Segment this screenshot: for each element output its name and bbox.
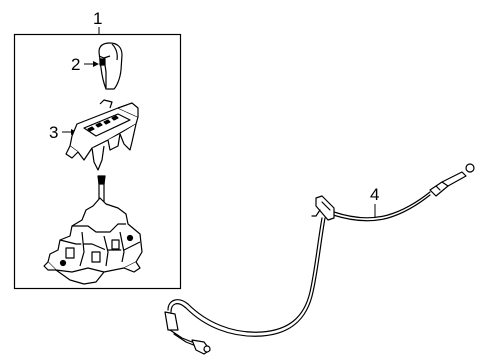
shift-indicator-bezel [65, 99, 139, 171]
callout-2: 2 [71, 55, 80, 74]
callout-3: 3 [49, 123, 58, 142]
shifter-base-assembly [43, 175, 143, 285]
callout-2-arrowhead [93, 61, 99, 67]
callout-4: 4 [370, 185, 379, 204]
shift-control-cable [164, 163, 475, 355]
shift-knob [98, 42, 123, 90]
assembly-group-box [13, 33, 182, 290]
callout-1: 1 [93, 9, 102, 28]
